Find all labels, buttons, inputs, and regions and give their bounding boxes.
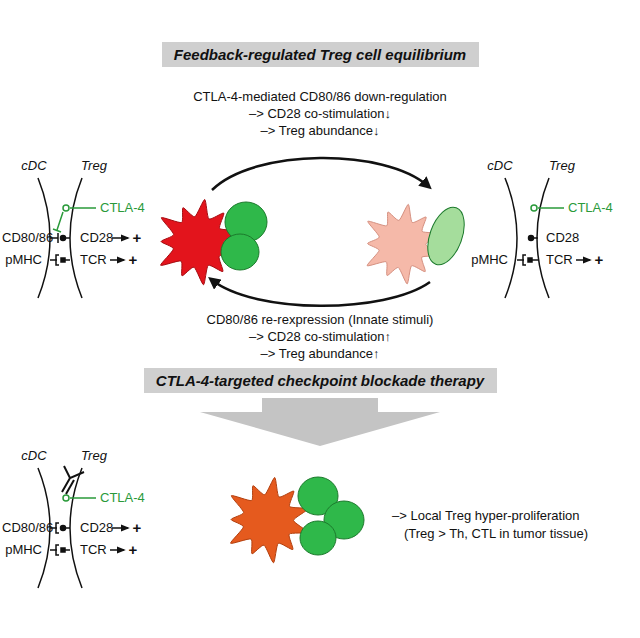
treg-cell xyxy=(300,521,336,555)
molecule-name: TCR xyxy=(546,252,573,268)
cell-name: cDC xyxy=(487,158,512,174)
molecule-name: CTLA-4 xyxy=(100,490,145,506)
molecule-name: TCR xyxy=(80,542,107,558)
ctla4-symbol xyxy=(63,495,96,501)
molecule-name: CD28 xyxy=(80,230,113,246)
outcome-note: –> Local Treg hyper-proliferation xyxy=(392,508,580,524)
cell-name: Treg xyxy=(549,158,575,174)
molecule-name: TCR xyxy=(80,252,107,268)
cell-name: cDC xyxy=(21,158,46,174)
molecule-name: pMHC xyxy=(5,252,42,268)
cycle-note: CD80/86 re-rexpression (Innate stimuli) xyxy=(207,312,434,328)
treg-cell xyxy=(221,234,259,270)
transition-arrow xyxy=(200,398,440,446)
signal-plus: + xyxy=(129,542,138,558)
cell-name: cDC xyxy=(21,448,46,464)
molecule-name: pMHC xyxy=(5,542,42,558)
molecule-name: CTLA-4 xyxy=(568,200,613,216)
signal-plus: + xyxy=(133,230,142,246)
molecule-name: CD28 xyxy=(80,520,113,536)
antibody-symbol xyxy=(62,466,84,494)
molecule-name: CD28 xyxy=(546,230,579,246)
molecule-name: CTLA-4 xyxy=(100,200,145,216)
signal-plus: + xyxy=(595,252,604,268)
banner-box: Feedback-regulated Treg cell equilibrium xyxy=(162,42,479,67)
outcome-note: (Treg > Th, CTL in tumor tissue) xyxy=(404,526,588,542)
banner-title: Feedback-regulated Treg cell equilibrium xyxy=(174,46,466,63)
cycle-note: –> Treg abundance↓ xyxy=(261,123,380,139)
cycle-note: –> CD28 co-stimulation↓ xyxy=(249,106,391,122)
cycle-note: CTLA-4-mediated CD80/86 down-regulation xyxy=(193,89,447,105)
banner-box: CTLA-4-targeted checkpoint blockade ther… xyxy=(144,368,497,393)
cycle-note: –> CD28 co-stimulation↑ xyxy=(249,329,391,345)
cycle-arrow xyxy=(212,158,428,190)
cycle-arrow xyxy=(212,280,430,306)
molecule-name: CD80/86 xyxy=(2,230,53,246)
molecule-name: CD80/86 xyxy=(2,520,53,536)
treg-cell xyxy=(421,202,472,269)
molecule-name: pMHC xyxy=(471,252,508,268)
ctla4-symbol xyxy=(53,205,96,232)
dendritic-cell xyxy=(231,478,308,563)
ctla4-symbol xyxy=(531,205,564,211)
cell-name: Treg xyxy=(81,448,107,464)
signal-plus: + xyxy=(129,252,138,268)
banner-title: CTLA-4-targeted checkpoint blockade ther… xyxy=(156,372,484,389)
cycle-note: –> Treg abundance↑ xyxy=(261,346,380,362)
cell-name: Treg xyxy=(81,158,107,174)
signal-plus: + xyxy=(133,520,142,536)
